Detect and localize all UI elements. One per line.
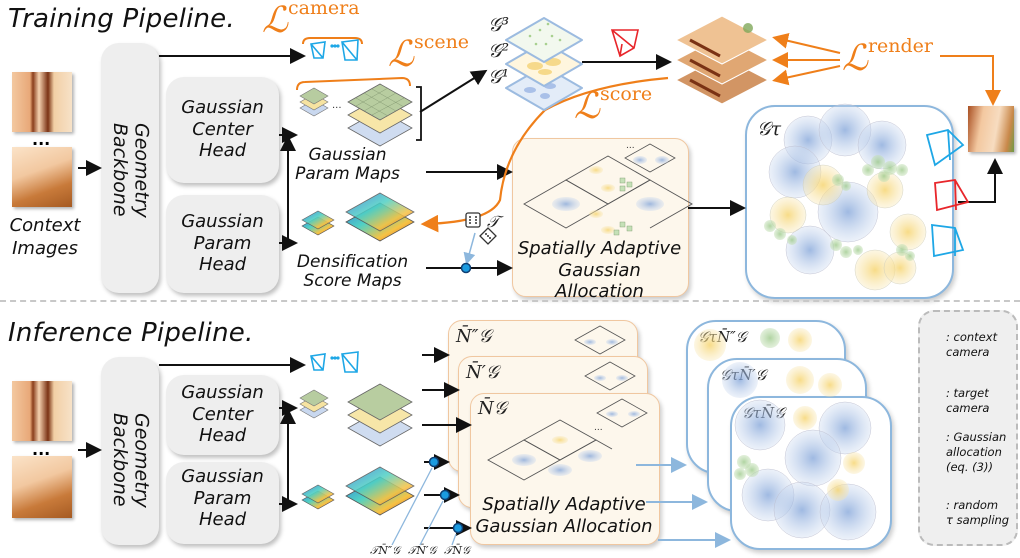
densification-score-maps-label: Densification Score Maps xyxy=(296,252,409,291)
gaussian-cloud xyxy=(764,103,927,291)
geometry-backbone-label: Geometry Backbone xyxy=(108,122,153,218)
context-camera-icon xyxy=(925,129,965,167)
training-arrows xyxy=(78,48,1003,276)
context-camera-icon xyxy=(931,223,965,258)
tau-label: 𝒯 xyxy=(487,212,500,231)
g-level-1-label: 𝒢¹ xyxy=(488,66,510,88)
inference-gaussian-param-head-label: Gaussian Param Head xyxy=(181,466,264,531)
arrow-target-to-render xyxy=(958,158,1003,203)
render-arrow-3 xyxy=(772,65,841,86)
gaussian-param-head-label: Gaussian Param Head xyxy=(181,211,264,276)
gaussian-param-head xyxy=(166,195,279,293)
gaussian-center-head-label: Gaussian Center Head xyxy=(181,97,264,162)
bracket-maps xyxy=(416,86,422,141)
rendered-target-image xyxy=(968,106,1014,152)
loss-camera: ℒcamera xyxy=(262,0,360,41)
gaussian-param-maps-label: Gaussian Param Maps xyxy=(295,145,400,184)
tau-label-prime: 𝒯N̄′𝒢 xyxy=(408,544,437,557)
context-images-label: Context Images xyxy=(9,215,81,260)
param-map-stack-small xyxy=(299,87,329,117)
inference-gaussian-center-head-label: Gaussian Center Head xyxy=(181,382,264,447)
budget-label: N̄𝒢 xyxy=(478,398,507,419)
training-pipeline-title: Training Pipeline. xyxy=(8,4,235,34)
inference-context-cameras xyxy=(310,351,359,373)
legend-target-camera-text: : target camera xyxy=(946,386,990,415)
gaussian-allocation-node xyxy=(452,522,464,534)
context-ellipsis: ... xyxy=(32,130,51,149)
inference-context-ellipsis: ... xyxy=(32,440,51,459)
allocation-quadtree: ... xyxy=(523,141,693,236)
camera-brace xyxy=(302,37,363,45)
loss-render-symbol: ℒ xyxy=(842,38,868,79)
inference-gaussian-clouds xyxy=(694,328,877,541)
context-camera-icon xyxy=(310,353,326,371)
legend-random-tau-text: : random τ sampling xyxy=(946,498,1010,527)
map-ellipsis: ... xyxy=(332,100,342,111)
target-camera-icon xyxy=(610,29,639,58)
gaussian-allocation-node xyxy=(460,262,472,274)
svg-text:...: ... xyxy=(594,423,603,433)
tau-label-double-prime: 𝒯N̄″𝒢 xyxy=(370,544,400,557)
loss-scene: ℒscene xyxy=(388,31,470,75)
loss-scene-symbol: ℒ xyxy=(388,34,414,75)
tau-to-allocation-arrow xyxy=(463,232,476,265)
gaussian-scene-cameras xyxy=(925,129,970,258)
scene-brace xyxy=(296,76,411,91)
gaussian-allocation-node xyxy=(428,456,440,468)
loss-camera-symbol: ℒ xyxy=(262,0,288,41)
inference-context-image-1 xyxy=(12,381,72,441)
legend-gaussian-allocation-text: : Gaussian allocation (eq. (3)) xyxy=(946,430,1007,474)
loss-render: ℒrender xyxy=(842,35,933,79)
inference-gaussian-param-head xyxy=(166,462,279,544)
context-image-1 xyxy=(12,72,72,132)
loss-scene-sup: scene xyxy=(413,31,470,53)
tau-label-final: 𝒯N̄𝒢 xyxy=(444,544,470,557)
g-level-stack xyxy=(505,17,583,111)
inference-allocation-quadtrees: ... xyxy=(487,325,648,481)
render-arrow-1 xyxy=(772,32,841,54)
g-level-3-label: 𝒢³ xyxy=(488,14,510,36)
inference-param-maps xyxy=(299,383,415,516)
inference-geometry-backbone xyxy=(101,357,159,545)
render-to-target-arrow xyxy=(940,55,1001,106)
inference-geometry-backbone-label: Geometry Backbone xyxy=(108,412,153,508)
spatially-adaptive-allocation-label: Spatially Adaptive Gaussian Allocation xyxy=(517,238,682,303)
inference-gaussian-center-head xyxy=(166,375,279,455)
legend-context-camera-text: : context camera xyxy=(946,330,998,359)
loss-render-sup: render xyxy=(867,35,933,57)
section-divider xyxy=(0,300,1020,302)
inference-arrows xyxy=(78,347,731,548)
context-camera-pair xyxy=(310,39,359,61)
context-camera-icon xyxy=(341,39,359,61)
legend-panel: : context camera : target camera : Gauss… xyxy=(918,310,1018,546)
random-tau-icon xyxy=(465,212,497,245)
score-map-stack xyxy=(301,192,415,242)
gaussian-center-head xyxy=(166,77,279,183)
gaussian-allocation-node xyxy=(439,489,451,501)
rendered-views-stack xyxy=(674,15,770,105)
svg-text:...: ... xyxy=(626,141,635,151)
loss-camera-sup: camera xyxy=(287,0,360,19)
budget-label-prime: N̄′𝒢 xyxy=(466,362,499,383)
inference-pipeline-title: Inference Pipeline. xyxy=(8,318,254,348)
arrow-maps-to-glevels xyxy=(419,69,488,113)
context-camera-icon xyxy=(310,41,326,59)
g-tau-label: 𝒢τ xyxy=(757,118,782,140)
g-level-2-label: 𝒢² xyxy=(488,40,510,62)
budget-label-double-prime: N̄″𝒢 xyxy=(456,326,492,347)
geometry-backbone xyxy=(101,43,159,293)
inference-allocation-label: Spatially Adaptive Gaussian Allocation xyxy=(475,494,653,537)
param-map-stack-large xyxy=(347,83,413,147)
context-image-2 xyxy=(12,147,72,207)
target-camera-icon xyxy=(934,179,970,212)
loss-score-sup: score xyxy=(599,83,653,105)
inference-context-image-2 xyxy=(12,456,72,518)
context-camera-icon xyxy=(341,351,359,373)
spatially-adaptive-allocation-box xyxy=(512,138,689,297)
